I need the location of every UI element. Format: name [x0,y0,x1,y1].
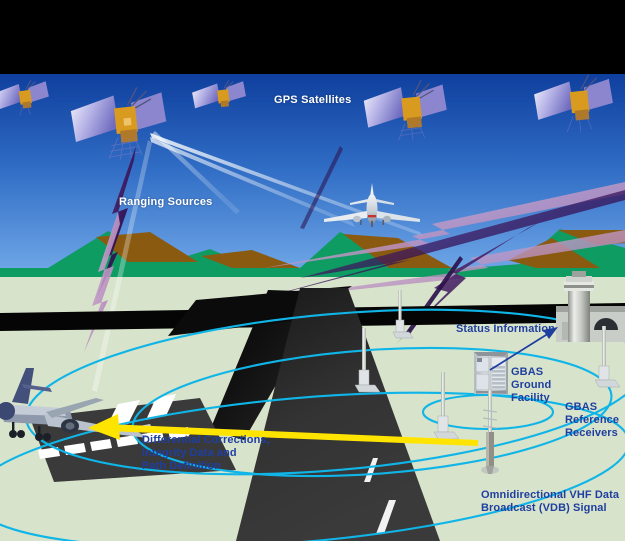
landing-gear [9,422,51,441]
aircraft-in-flight [324,183,420,227]
arrow-head [88,414,120,440]
vdb-signal-arrow [88,414,478,446]
gps-satellite [192,79,246,109]
gps-satellite [363,79,447,141]
label-gps-satellites: GPS Satellites [274,94,352,106]
label-vdb-signal: Omnidirectional VHF Data Broadcast (VDB)… [481,489,620,514]
ranging-bolt [232,190,625,306]
horizontal-stabilizer [22,384,52,392]
terminal-archway [594,318,618,330]
reference-receiver-group [354,290,621,440]
label-status-information: Status Information [456,323,555,335]
vdb-antenna [481,390,499,474]
runway [236,288,440,541]
tower-shaft [568,288,590,342]
label-gbas-reference-receivers: GBAS Reference Receivers [565,401,620,439]
gbas-reference-receiver [354,328,381,393]
ranging-beam-group [92,131,424,392]
gps-satellite-group [0,74,613,160]
mountain-range [0,229,625,280]
label-gbas-ground-facility: GBAS Ground Facility [511,366,552,404]
ranging-bolt [256,230,625,300]
gbas-reference-receiver [392,290,414,339]
status-information-arrow [489,327,558,371]
ranging-bolt [84,212,120,352]
arrow-head [543,327,558,339]
coverage-ellipse [0,391,625,541]
gps-satellite [0,79,49,116]
gps-satellite [70,87,167,160]
gbas-ground-facility-cabinet [474,352,508,394]
control-tower-group [556,271,625,342]
left-wing [46,398,104,418]
ranging-trace [300,146,343,229]
label-ranging-sources: Ranging Sources [119,196,213,208]
gps-satellite [534,74,613,133]
runway-centerline-markings [364,458,396,534]
label-differential-corrections: Differential Corrections, Integrity Data… [142,434,270,472]
ranging-signal-bolts [84,146,625,352]
gbas-reference-receiver [594,326,621,388]
aircraft-on-runway [0,368,151,441]
nose-cone [0,402,15,420]
ranging-bolt [264,182,625,268]
gbas-reference-receiver [433,372,460,440]
